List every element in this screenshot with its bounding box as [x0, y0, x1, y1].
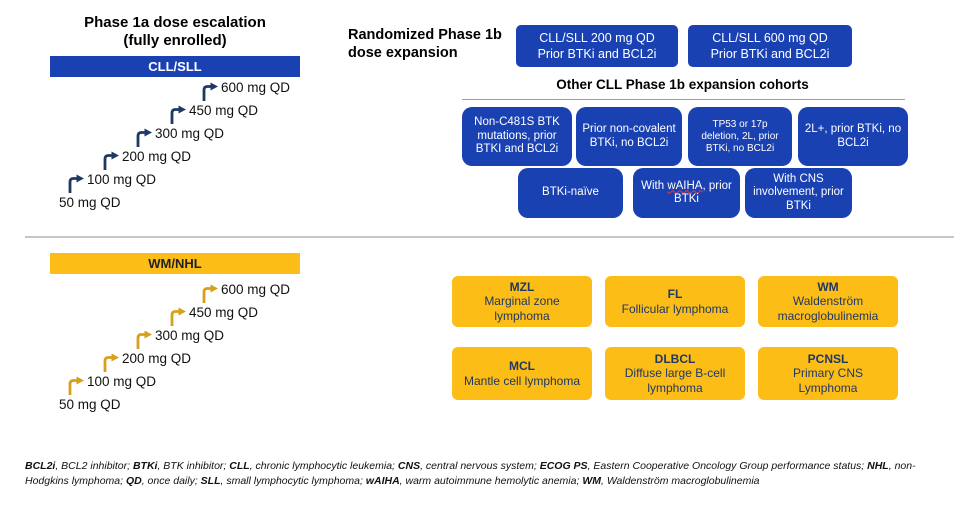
dose-label: 600 mg QD — [221, 80, 291, 95]
step-up-arrow-icon — [136, 128, 152, 147]
phase1a-title: Phase 1a dose escalation (fully enrolled… — [50, 14, 300, 50]
cohort-label: Non-C481S BTK mutations, prior BTKI and … — [474, 116, 560, 156]
step-up-arrow-icon — [103, 151, 119, 170]
nhl-box-abbr: WM — [817, 279, 839, 294]
step-up-arrow-icon — [202, 284, 218, 303]
nhl-box-name: Follicular lymphoma — [621, 301, 729, 316]
step-up-arrow-icon — [170, 105, 186, 124]
cohort-box-tp53-or-17p-deletion-2l-prior-btki-no-bcl2i: TP53 or 17p deletion, 2L, prior BTKi, no… — [688, 107, 792, 166]
nhl-box-name: Marginal zone lymphoma — [484, 294, 560, 323]
other-cohorts-underline — [462, 99, 905, 100]
dose-label: 600 mg QD — [221, 282, 291, 297]
dose-label: 100 mg QD — [87, 374, 157, 389]
other-cohorts-header: Other CLL Phase 1b expansion cohorts — [556, 77, 809, 92]
phase1a-title-line1: Phase 1a dose escalation — [84, 14, 266, 31]
dose-step-100-mg-qd: 100 mg QD — [66, 172, 156, 194]
dose-step-300-mg-qd: 300 mg QD — [134, 126, 224, 148]
step-up-arrow-icon — [170, 307, 186, 326]
spellcheck-underline: wAIHA, — [667, 179, 706, 192]
cohort-label: Prior non-covalent BTKi, no BCL2i — [582, 123, 676, 149]
cohort-box-prior-non-covalent-btki-no-bcl2i: Prior non-covalent BTKi, no BCL2i — [576, 107, 682, 166]
dose-label: 50 mg QD — [59, 195, 121, 210]
cohort-box-btki-na-ve: BTKi-naïve — [518, 168, 623, 218]
nhl-box-abbr: DLBCL — [654, 351, 696, 366]
dose-step-200-mg-qd: 200 mg QD — [101, 351, 191, 373]
nhl-box-name: Diffuse large B-cell lymphoma — [624, 366, 726, 395]
step-up-arrow-icon — [68, 376, 84, 395]
nhl-box-abbr: PCNSL — [807, 351, 849, 366]
nhl-box-abbr: MZL — [509, 279, 535, 294]
dose-step-600-mg-qd: 600 mg QD — [200, 282, 290, 304]
box-line1: CLL/SLL 600 mg QD — [712, 31, 828, 45]
cohort-label: BTKi-naïve — [542, 186, 599, 199]
dose-label: 200 mg QD — [122, 351, 192, 366]
dose-step-50-mg-qd: 50 mg QD — [59, 195, 121, 210]
box-line1: CLL/SLL 200 mg QD — [539, 31, 655, 45]
dose-step-100-mg-qd: 100 mg QD — [66, 374, 156, 396]
dose-step-300-mg-qd: 300 mg QD — [134, 328, 224, 350]
step-up-arrow-icon — [136, 330, 152, 349]
phase1b-title-line1: Randomized Phase 1b — [348, 27, 502, 43]
dose-label: 450 mg QD — [189, 103, 259, 118]
abbreviations-footnote: BCL2i, BCL2 inhibitor; BTKi, BTK inhibit… — [25, 460, 916, 487]
cohort-label: With wAIHA, prior BTKi — [641, 179, 732, 206]
dose-label: 200 mg QD — [122, 149, 192, 164]
dose-label: 300 mg QD — [155, 328, 225, 343]
dose-label: 50 mg QD — [59, 397, 121, 412]
cohort-label: 2L+, prior BTKi, no BCL2i — [804, 123, 902, 149]
box-line2: Prior BTKi and BCL2i — [537, 47, 657, 61]
nhl-box-name: Waldenström macroglobulinemia — [777, 294, 879, 323]
phase1a-title-line2: (fully enrolled) — [123, 32, 227, 49]
dose-label: 100 mg QD — [87, 172, 157, 187]
box-line2: Prior BTKi and BCL2i — [710, 47, 830, 61]
nhl-box-name: Primary CNS Lymphoma — [792, 366, 863, 395]
section-divider — [25, 236, 954, 238]
randomized-box-cll-sll-600-mg-qd: CLL/SLL 600 mg QD Prior BTKi and BCL2i — [688, 25, 852, 67]
cohort-box-2l-prior-btki-no-bcl2i: 2L+, prior BTKi, no BCL2i — [798, 107, 908, 166]
step-up-arrow-icon — [68, 174, 84, 193]
dose-step-450-mg-qd: 450 mg QD — [168, 305, 258, 327]
cohort-box-with-waiha-prior-btki: With wAIHA, prior BTKi — [633, 168, 740, 218]
cohort-box-with-cns-involvement-prior-btki: With CNS involvement, prior BTKi — [745, 168, 852, 218]
dose-step-600-mg-qd: 600 mg QD — [200, 80, 290, 102]
dose-step-50-mg-qd: 50 mg QD — [59, 397, 121, 412]
dose-label: 300 mg QD — [155, 126, 225, 141]
nhl-box-name: Mantle cell lymphoma — [463, 373, 581, 388]
nhl-box-abbr: MCL — [509, 359, 535, 373]
wm-nhl-bar: WM/NHL — [50, 253, 300, 274]
dose-step-200-mg-qd: 200 mg QD — [101, 149, 191, 171]
dose-step-450-mg-qd: 450 mg QD — [168, 103, 258, 125]
cohort-box-non-c481s-btk-mutations-prior-btki-and-bcl2i: Non-C481S BTK mutations, prior BTKI and … — [462, 107, 572, 166]
nhl-box-abbr: FL — [667, 287, 683, 301]
randomized-box-cll-sll-200-mg-qd: CLL/SLL 200 mg QD Prior BTKi and BCL2i — [516, 25, 678, 67]
cohort-label: TP53 or 17p deletion, 2L, prior BTKi, no… — [701, 118, 779, 154]
cll-sll-bar-label: CLL/SLL — [148, 59, 202, 74]
step-up-arrow-icon — [202, 82, 218, 101]
wm-nhl-bar-label: WM/NHL — [148, 256, 202, 271]
step-up-arrow-icon — [103, 353, 119, 372]
phase1b-title-line2: dose expansion — [348, 45, 458, 61]
dose-label: 450 mg QD — [189, 305, 259, 320]
phase1b-title: Randomized Phase 1b dose expansion — [348, 26, 528, 62]
cohort-label: With CNS involvement, prior BTKi — [753, 172, 844, 212]
cll-sll-bar: CLL/SLL — [50, 56, 300, 77]
